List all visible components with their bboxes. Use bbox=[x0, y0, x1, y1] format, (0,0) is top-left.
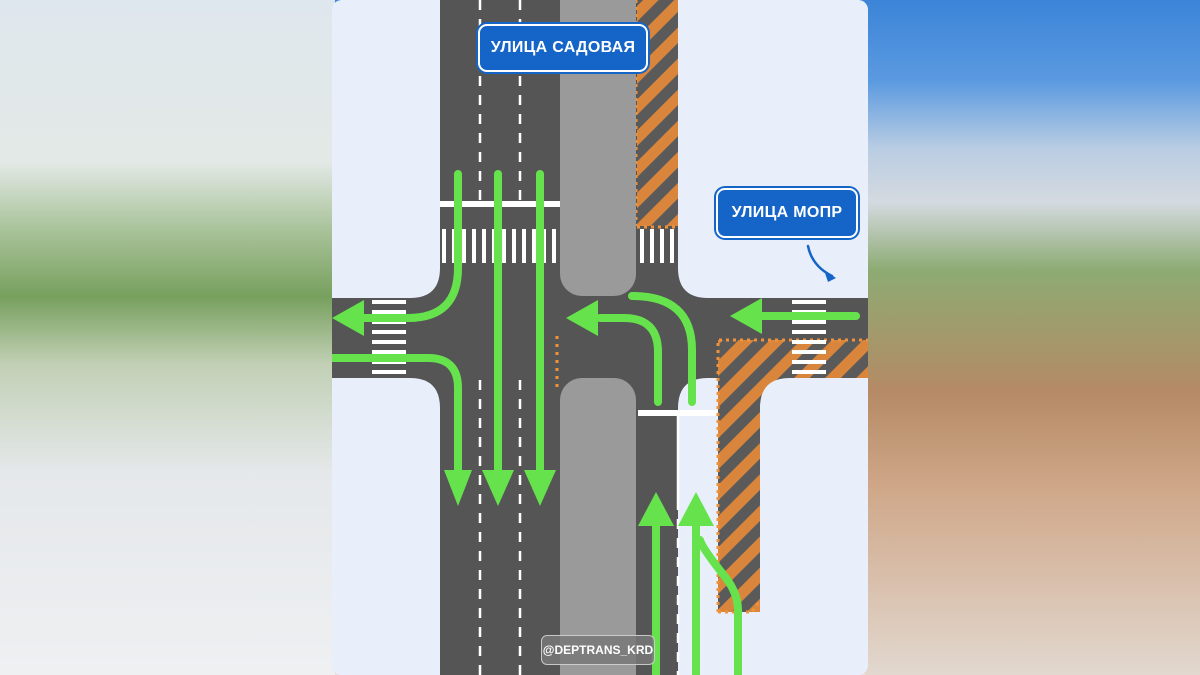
arrow-icon bbox=[628, 292, 696, 406]
median-top bbox=[560, 0, 636, 296]
blurred-background-right bbox=[865, 0, 1200, 675]
arrow-icon bbox=[566, 300, 598, 336]
watermark: @DEPTRANS_KRD bbox=[541, 635, 655, 665]
blurred-background-left bbox=[0, 0, 335, 675]
allowed-directions bbox=[332, 170, 860, 675]
arrow-icon bbox=[482, 470, 514, 506]
arrow-icon bbox=[444, 470, 472, 506]
arrow-icon bbox=[678, 492, 714, 526]
arrow-icon bbox=[596, 314, 662, 406]
median-bottom bbox=[560, 378, 636, 675]
intersection-diagram: УЛИЦА САДОВАЯ УЛИЦА МОПР @DEPTRANS_KRD bbox=[332, 0, 868, 675]
street-sign-sadovaya: УЛИЦА САДОВАЯ bbox=[478, 24, 648, 72]
arrow-icon bbox=[730, 298, 762, 334]
arrow-icon bbox=[332, 300, 364, 336]
arrow-icon bbox=[524, 470, 556, 506]
hatched-zone-right bbox=[718, 340, 868, 612]
intersection-scheme bbox=[332, 0, 868, 675]
arrowheads bbox=[332, 298, 762, 526]
arrow-icon bbox=[696, 536, 742, 675]
curved-pointer-arrow-icon bbox=[806, 244, 836, 282]
arrow-icon bbox=[352, 170, 462, 322]
arrow-icon bbox=[638, 492, 674, 526]
arrow-icon bbox=[332, 354, 462, 480]
street-sign-mopr: УЛИЦА МОПР bbox=[716, 188, 858, 238]
